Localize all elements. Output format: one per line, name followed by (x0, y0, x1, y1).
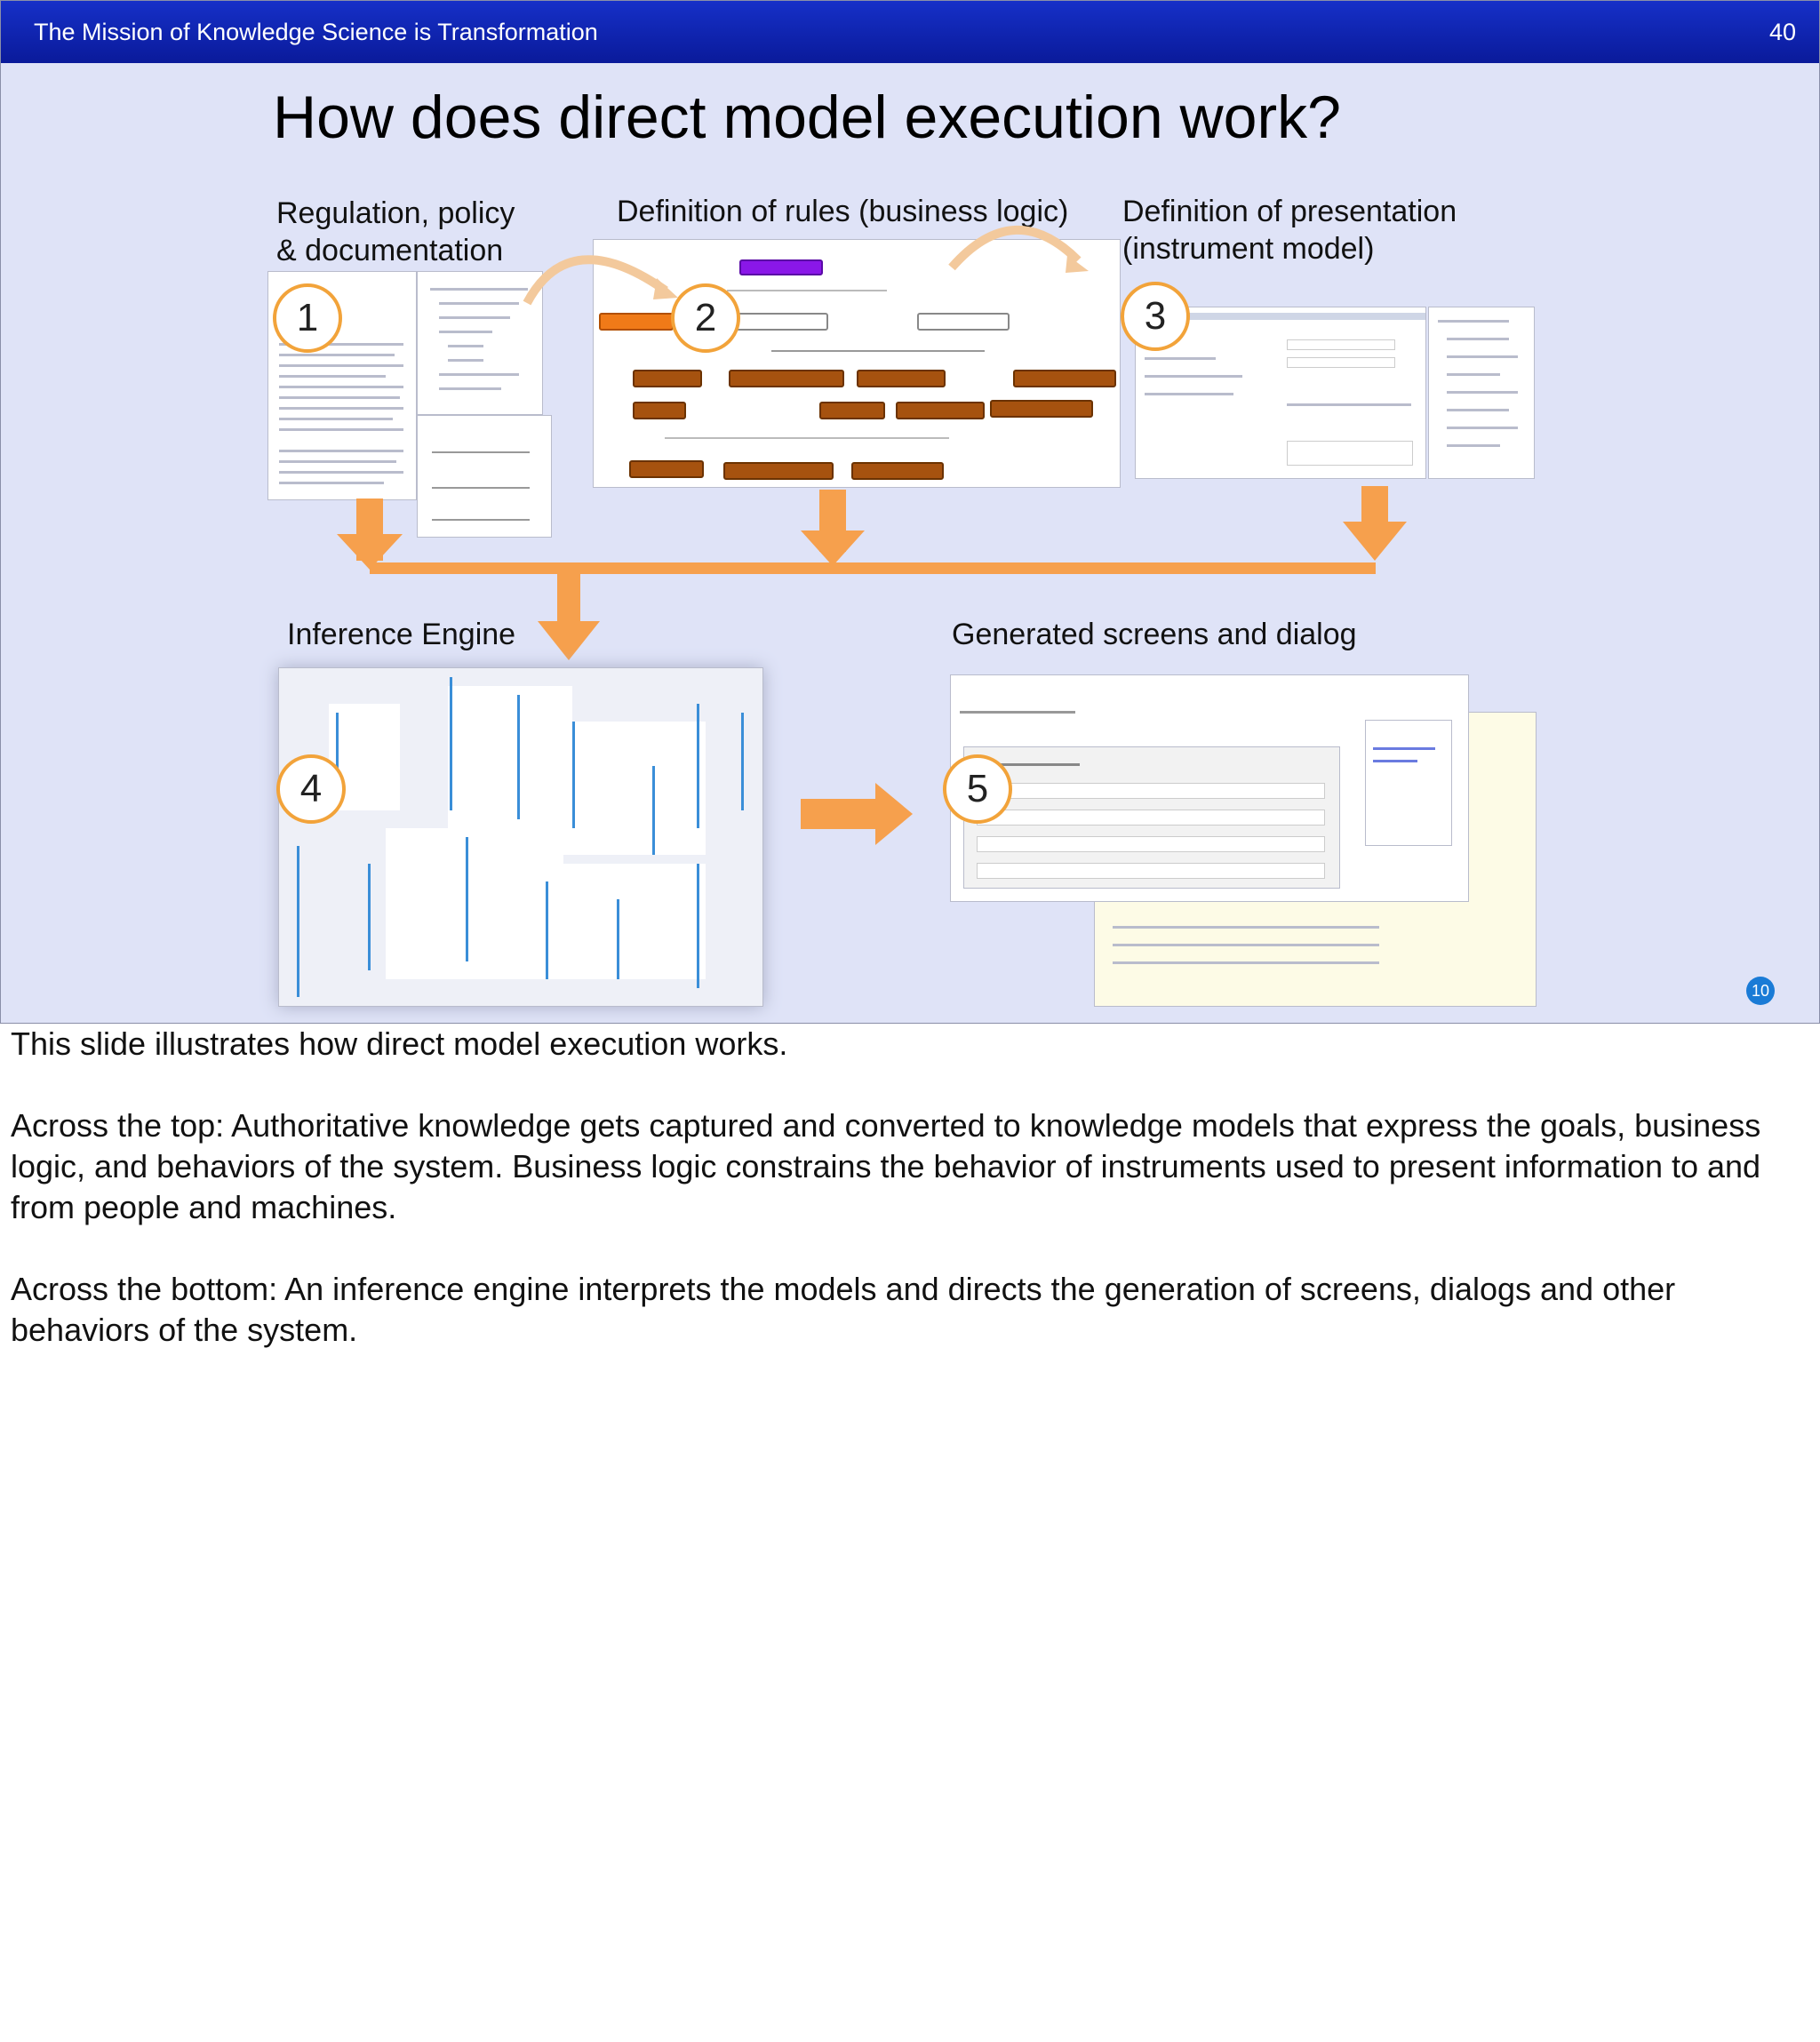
curved-arrow-2-3-head (1066, 255, 1089, 273)
label-regulation-line2: & documentation (276, 234, 504, 267)
instrument-outline-screenshot (1428, 307, 1535, 479)
curved-arrow-1-2 (523, 255, 668, 306)
step-5-marker: 5 (943, 754, 1012, 824)
label-generated: Generated screens and dialog (952, 618, 1357, 651)
curved-arrow-1-2-head (653, 278, 678, 299)
step-1-marker: 1 (273, 283, 342, 353)
down-arrow-engine (557, 570, 580, 625)
label-presentation-line1: Definition of presentation (1122, 195, 1457, 228)
slide-header: The Mission of Knowledge Science is Tran… (1, 1, 1819, 63)
label-regulation: Regulation, policy & documentation (276, 195, 515, 269)
label-rules: Definition of rules (business logic) (617, 195, 1069, 228)
slide-title: How does direct model execution work? (273, 84, 1341, 151)
notes-paragraph-1: This slide illustrates how direct model … (11, 1025, 788, 1062)
dialog-form (963, 746, 1340, 889)
step-2-marker: 2 (671, 283, 740, 353)
speaker-notes: This slide illustrates how direct model … (11, 1024, 1806, 1351)
slide-number: 40 (1768, 19, 1796, 45)
deck-title: The Mission of Knowledge Science is Tran… (34, 19, 598, 45)
outline-screenshot (417, 271, 543, 415)
down-arrow-engine-head (538, 621, 600, 660)
down-arrow-2-head (801, 530, 865, 566)
flow-arrows (337, 226, 1407, 845)
notes-paragraph-2: Across the top: Authoritative knowledge … (11, 1107, 1761, 1225)
notes-paragraph-3: Across the bottom: An inference engine i… (11, 1271, 1676, 1348)
dialog-side-panel (1365, 720, 1452, 846)
flowchart-screenshot (417, 415, 552, 538)
down-arrow-3-head (1343, 522, 1407, 561)
inference-engine-graph (278, 667, 763, 1007)
step-4-marker: 4 (276, 754, 346, 824)
slide: The Mission of Knowledge Science is Tran… (0, 0, 1820, 1024)
step-3-marker: 3 (1121, 282, 1190, 351)
slide-badge: 10 (1746, 977, 1775, 1005)
rules-diagram (593, 239, 1121, 488)
label-presentation-line2: (instrument model) (1122, 232, 1375, 266)
right-arrow-head (875, 783, 913, 845)
label-presentation: Definition of presentation (instrument m… (1122, 193, 1457, 267)
curved-arrow-2-3 (948, 226, 1082, 271)
generated-screen-front (950, 674, 1469, 902)
down-arrow-1-head (337, 534, 403, 570)
right-arrow (801, 799, 877, 829)
label-inference: Inference Engine (287, 618, 516, 651)
label-regulation-line1: Regulation, policy (276, 196, 515, 230)
collector-bar (370, 562, 1376, 574)
